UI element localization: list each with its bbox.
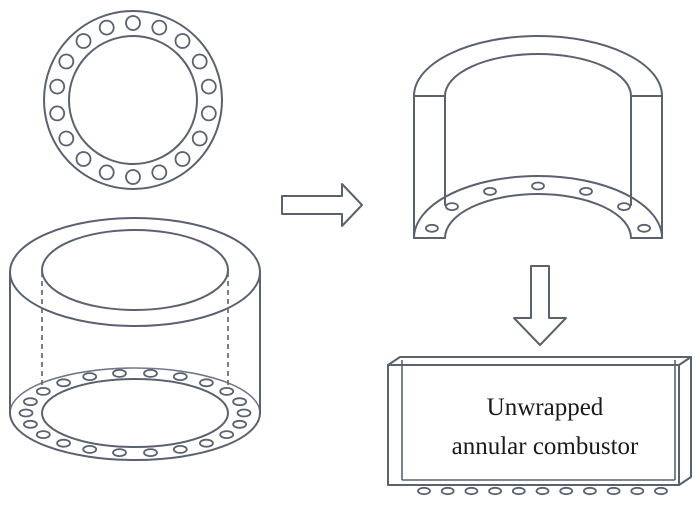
cylinder-hole xyxy=(198,378,214,388)
annulus-hole-ring xyxy=(49,15,217,185)
half-shell-inner-top-arc xyxy=(444,53,632,97)
cylinder-hole xyxy=(143,368,158,378)
cylinder-hole xyxy=(56,438,71,448)
cylinder-hole xyxy=(198,438,214,448)
box-hole-row xyxy=(417,486,668,496)
topview-hole xyxy=(125,169,141,185)
half-shell-hole xyxy=(445,202,459,212)
cylinder-hole xyxy=(22,397,38,407)
box-hole xyxy=(606,486,621,496)
topview-hole xyxy=(200,105,217,122)
half-shell-outer-top-arc xyxy=(413,35,663,97)
box-hole xyxy=(583,486,597,496)
half-shell-hole xyxy=(617,202,631,212)
box-hole xyxy=(630,486,645,496)
box-hole xyxy=(440,486,455,496)
half-shell-hole xyxy=(424,223,439,233)
cylinder-top-inner-rim xyxy=(41,229,229,311)
half-shell-hole xyxy=(579,186,593,196)
box-hole xyxy=(464,486,479,496)
topview-hole xyxy=(151,164,168,181)
topview-hole xyxy=(151,19,168,36)
box-top-face xyxy=(387,356,692,366)
topview-hole xyxy=(98,164,115,181)
half-shell-hole xyxy=(531,181,545,191)
topview-hole xyxy=(58,130,75,147)
cylinder-bottom-inner-rim xyxy=(41,378,229,448)
box-hole xyxy=(654,486,668,496)
label-line-annular-combustor: annular combustor xyxy=(452,433,639,460)
annulus-inner-edge xyxy=(68,35,198,165)
half-shell-inner-bottom-arc xyxy=(444,193,632,239)
cylinder-hole xyxy=(18,408,34,418)
annular-cylinder xyxy=(9,217,261,461)
cylinder-hole xyxy=(56,378,71,388)
topview-hole xyxy=(125,15,141,31)
cylinder-hole xyxy=(112,448,127,458)
half-shell-hole xyxy=(637,223,651,233)
cylinder-hole xyxy=(143,448,158,458)
cylinder-hole-ring xyxy=(18,368,252,458)
topview-hole xyxy=(200,78,217,95)
half-shell-hole-row xyxy=(424,181,651,233)
label-line-unwrapped: Unwrapped xyxy=(487,394,604,421)
annulus-top-view xyxy=(43,10,223,190)
cylinder-top-outer-rim xyxy=(9,217,261,327)
cylinder-hole xyxy=(172,372,188,382)
box-hole xyxy=(559,486,574,496)
cylinder-hole xyxy=(172,444,188,454)
box-hole xyxy=(511,486,526,496)
topview-hole xyxy=(49,105,66,122)
down-arrow-icon xyxy=(513,265,567,346)
half-shell-outer-bottom-arc xyxy=(413,175,663,239)
topview-hole xyxy=(98,19,115,36)
topview-hole xyxy=(174,33,191,49)
cylinder-bottom-back-edge xyxy=(9,367,261,414)
topview-hole xyxy=(49,78,66,95)
cylinder-hole xyxy=(232,419,248,429)
topview-hole xyxy=(191,53,208,70)
cylinder-hole xyxy=(232,397,248,407)
annulus-outer-edge xyxy=(43,10,223,190)
cylinder-hole xyxy=(236,408,252,418)
cylinder-hole xyxy=(82,444,98,454)
cylinder-hole xyxy=(219,430,235,440)
box-front-face xyxy=(387,364,680,486)
cylinder-bottom-front-edge xyxy=(9,412,261,461)
cylinder-hole xyxy=(35,386,51,396)
cylinder-hole xyxy=(82,372,98,382)
unwrapped-box: Unwrapped annular combustor xyxy=(387,356,692,496)
box-right-face xyxy=(678,356,692,486)
cylinder-hole xyxy=(22,419,38,429)
topview-hole xyxy=(58,53,75,70)
topview-hole xyxy=(174,151,191,167)
box-hole xyxy=(417,486,431,496)
topview-hole xyxy=(75,151,92,167)
cylinder-hole xyxy=(112,368,127,378)
cylinder-hole xyxy=(35,430,51,440)
half-shell-hole xyxy=(483,186,497,196)
box-hole xyxy=(488,486,503,496)
cylinder-hole xyxy=(219,386,235,396)
right-arrow-icon xyxy=(281,183,363,227)
box-hole xyxy=(535,486,550,496)
topview-hole xyxy=(191,130,208,147)
half-shell xyxy=(413,35,663,239)
topview-hole xyxy=(75,33,92,49)
